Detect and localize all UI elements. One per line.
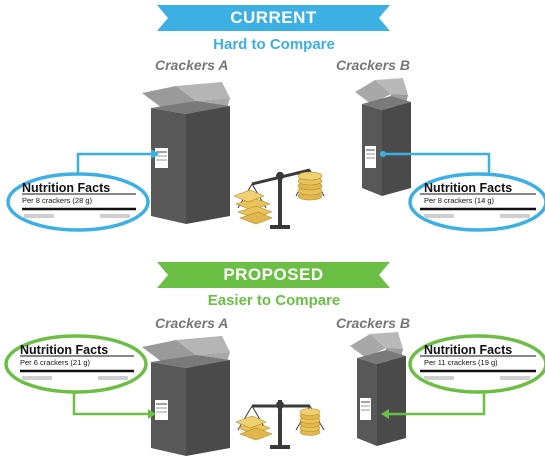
connector-b-current — [382, 152, 491, 175]
proposed-banner-text: PROPOSED — [223, 265, 324, 284]
nutrition-title: Nutrition Facts — [424, 181, 513, 195]
nutrition-title: Nutrition Facts — [20, 343, 109, 357]
crackers-b-box-current — [355, 78, 411, 196]
serving-size: Per 8 crackers (14 g) — [424, 196, 495, 205]
current-banner: CURRENT — [157, 5, 390, 31]
current-banner-text: CURRENT — [230, 8, 317, 27]
connector-a-proposed — [72, 390, 148, 416]
crackers-a-label-current: Crackers A — [155, 57, 229, 73]
crackers-b-box-proposed — [350, 332, 406, 446]
crackers-a-box-current — [142, 82, 230, 224]
proposed-banner: PROPOSED — [157, 262, 390, 288]
crackers-b-label-proposed: Crackers B — [336, 315, 410, 331]
connector-b-proposed — [389, 390, 486, 416]
serving-size: Per 6 crackers (21 g) — [20, 358, 91, 367]
scale-proposed — [235, 400, 325, 449]
crackers-b-label-current: Crackers B — [336, 57, 410, 73]
nutrition-title: Nutrition Facts — [424, 343, 513, 357]
nutrition-title: Nutrition Facts — [22, 181, 111, 195]
proposed-subtitle: Easier to Compare — [207, 292, 341, 309]
scale-current — [233, 168, 325, 229]
crackers-a-box-proposed — [142, 336, 230, 456]
serving-size: Per 8 crackers (28 g) — [22, 196, 93, 205]
connector-a-current — [76, 152, 151, 175]
current-subtitle: Hard to Compare — [213, 36, 335, 53]
crackers-a-label-proposed: Crackers A — [155, 315, 229, 331]
serving-size: Per 11 crackers (19 g) — [424, 358, 498, 367]
